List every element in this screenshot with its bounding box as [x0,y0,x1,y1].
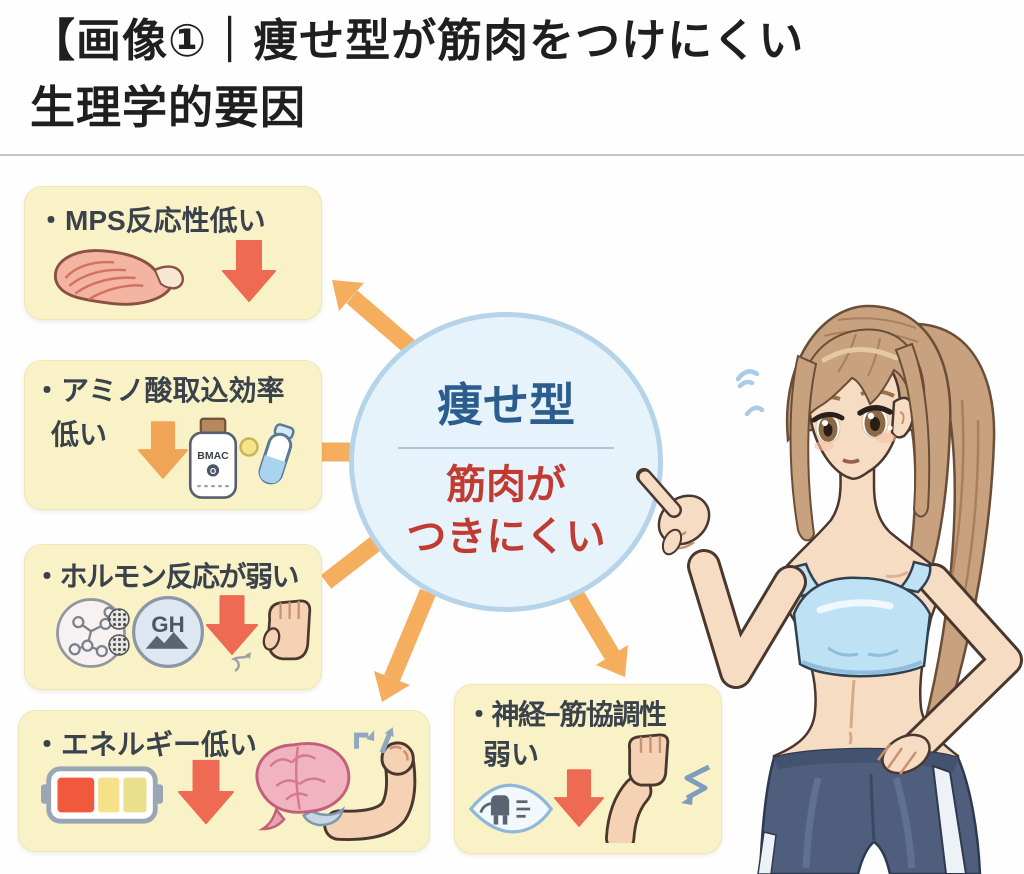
hand-on-hip [877,733,931,775]
side-lock-left [789,354,818,542]
title-line-2: 生理学的要因 [30,81,307,133]
leggings [757,747,982,874]
sports-bra [788,560,932,678]
factor-label-neural-line2: 弱い [483,739,540,770]
factor-label-amino-line2: 低い [51,419,108,450]
ponytail [908,322,996,762]
factor-box-hormone: ・ホルモン反応が弱い GH [24,544,322,690]
flexed-arm-icon [605,733,670,843]
ear [890,396,915,439]
down-arrow-icon [222,240,276,302]
factor-label-mps: ・MPS反応性低い [37,205,266,236]
down-arrow-icon [137,421,189,479]
down-arrow-icon [205,595,259,655]
pill-icon [239,437,259,457]
squiggle-arrow-icon [231,652,251,673]
eyebrows [812,389,895,404]
face [807,350,915,480]
down-arrow-icon [553,769,605,827]
bangs [789,328,931,542]
meat-icon [54,249,185,306]
vial-icon [258,423,295,485]
akimbo-arm [897,563,1023,767]
arrow-to-energy [384,588,436,682]
back-hair [785,304,952,582]
bottle-label: BMAC [197,450,229,462]
circle-heading: 痩せ型 [437,379,575,431]
navel [848,679,856,745]
factor-box-energy: ・エネルギー低い [18,710,430,852]
zigzag-arrow-icon [681,765,711,805]
pointing-arm [636,468,807,689]
factor-label-hormone: ・ホルモン反応が弱い [33,561,300,592]
circle-subtext-line1: 筋肉が [446,463,566,507]
title-line-1: 【画像①｜痩せ型が筋肉をつけにくい [30,15,805,66]
factor-box-mps: ・MPS反応性低い [24,186,322,320]
fist-icon [262,599,312,661]
blush [814,441,834,451]
down-arrow-icon [178,759,234,825]
collarbone-lines [833,570,909,587]
gh-circle-icon: GH [132,596,204,668]
supplement-bottle-icon: BMAC O [188,417,238,499]
side-lock-right [894,342,931,518]
brain-arm-icon [255,727,417,842]
battery-icon [41,766,163,824]
leggings-stripe [931,764,968,874]
torso [772,466,960,762]
gh-label: GH [151,612,184,637]
arrow-to-mps-head [332,280,364,311]
factor-label-energy: ・エネルギー低い [33,729,258,760]
circle-subtext-line2: つきにくい [406,515,606,559]
central-circle: 痩せ型 筋肉が つきにくい [349,312,663,612]
factor-box-amino: ・アミノ酸取込効率 低い BMAC O [24,360,322,510]
up-arrows-icon [354,732,393,754]
sweat-drops [735,369,765,417]
bottle-sub-label: O [210,467,216,476]
factor-label-amino-line1: ・アミノ酸取込効率 [33,375,285,406]
mouth [842,458,860,464]
eyes [811,405,893,444]
colon-dots-icon [108,608,130,656]
plug-icon [469,783,553,834]
factor-box-neural: ・神経−筋協調性 弱い [454,684,722,854]
page-title: 【画像①｜痩せ型が筋肉をつけにくい 生理学的要因 [30,8,990,141]
arrow-to-energy-head [374,671,410,702]
factor-label-neural-line1: ・神経−筋協調性 [465,699,667,730]
arrow-to-neural-head [596,645,628,677]
title-divider [0,154,1024,156]
circle-divider [398,447,614,449]
